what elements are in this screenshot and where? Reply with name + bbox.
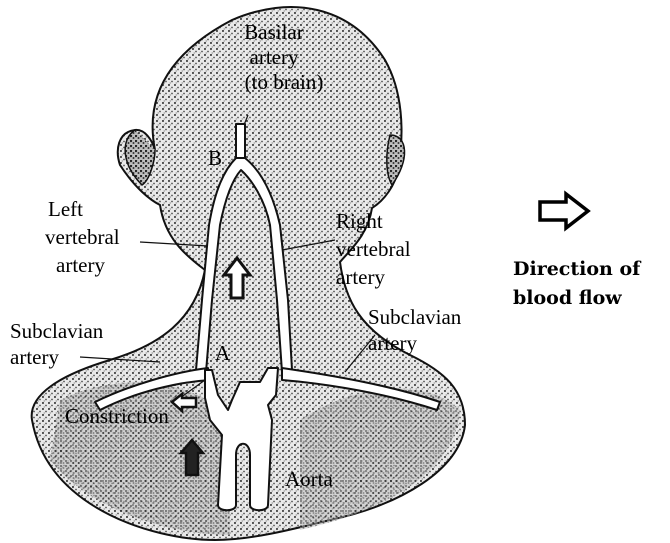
right-subclavian-label-line2: artery <box>368 332 417 354</box>
left-vertebral-label-line2: vertebral <box>45 226 120 248</box>
left-vertebral-label-line3: artery <box>56 254 105 276</box>
left-subclavian-label-line1: Subclavian <box>10 320 103 342</box>
right-vertebral-label-line3: artery <box>336 266 385 288</box>
legend-line1: Direction of <box>513 256 640 282</box>
left-subclavian-label-line2: artery <box>10 346 59 368</box>
basilar-label-line2: artery <box>234 46 314 68</box>
basilar-label-line3: (to brain) <box>224 71 344 93</box>
constriction-label: Constriction <box>65 405 169 427</box>
left-vertebral-label-line1: Left <box>48 198 83 220</box>
right-arrow-icon <box>540 194 588 228</box>
right-subclavian-label-line1: Subclavian <box>368 306 461 328</box>
point-b-label: B <box>208 147 222 169</box>
point-a-label: A <box>215 342 230 364</box>
basilar-label-line1: Basilar <box>234 21 314 43</box>
legend-line2: blood flow <box>513 285 622 311</box>
right-vertebral-label-line1: Right <box>336 210 383 232</box>
basilar-artery-vessel <box>236 124 245 158</box>
right-vertebral-label-line2: vertebral <box>336 238 411 260</box>
aorta-label: Aorta <box>285 468 333 490</box>
